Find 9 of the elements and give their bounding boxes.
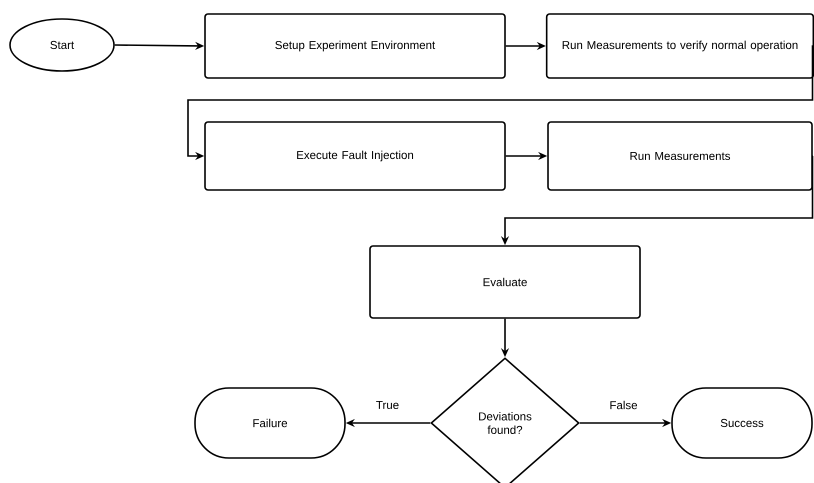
process-box: Execute Fault Injection [204, 121, 506, 191]
process-box: Evaluate [369, 245, 641, 319]
edge-label: True [376, 401, 399, 409]
terminal-box: Success [671, 387, 813, 459]
edge-label: False [610, 400, 638, 410]
process-box: Run Measurements [547, 121, 813, 191]
process-box: Run Measurements to verify normal operation [546, 13, 814, 79]
process-box: Setup Experiment Environment [204, 13, 506, 79]
terminal-box: Failure [194, 387, 346, 459]
